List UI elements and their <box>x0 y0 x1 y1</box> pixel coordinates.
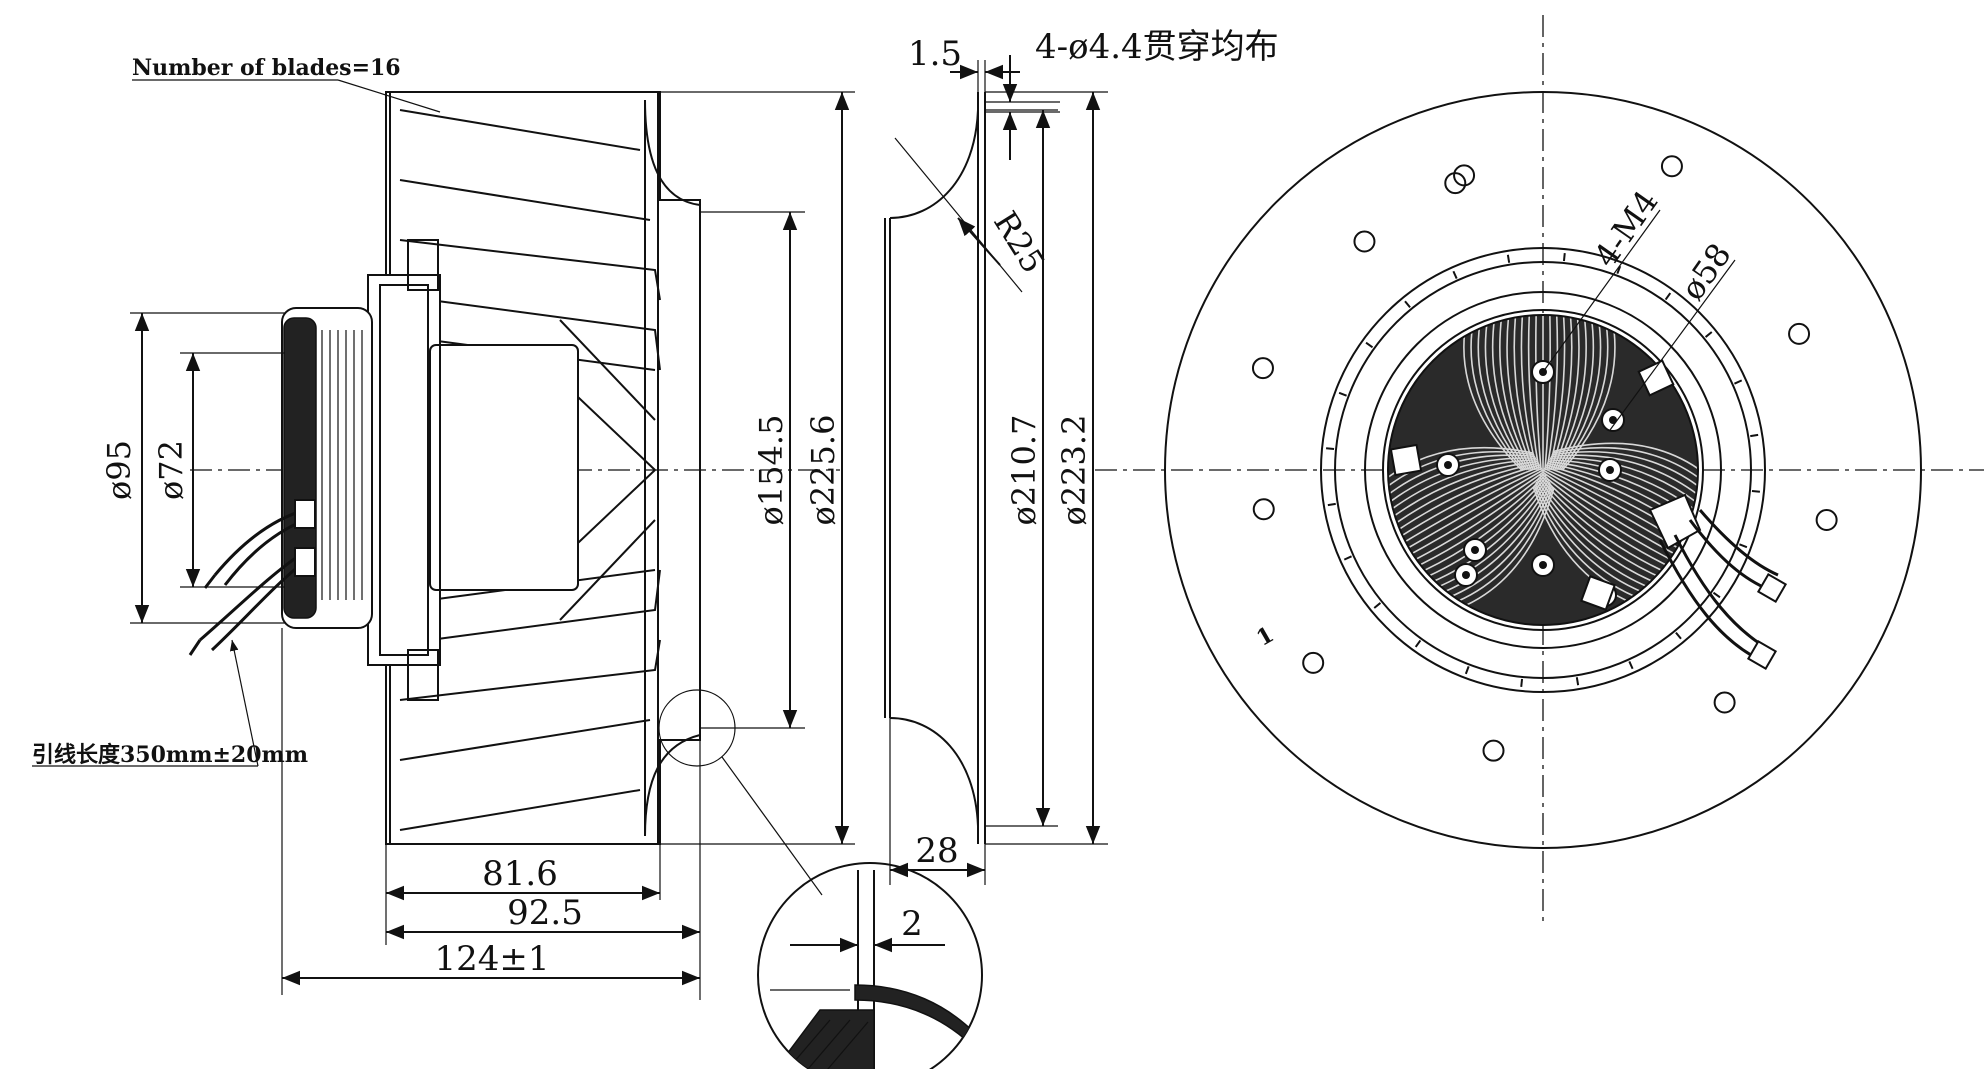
ring-tick <box>1751 489 1761 493</box>
ring-tick <box>1628 661 1634 670</box>
inlet-cone-section: R25 1.5 4-ø4.4贯穿均布 ø210.7 ø223.2 28 <box>884 27 1279 885</box>
dim-thk-label: 1.5 <box>908 34 962 74</box>
hub-rib <box>1401 472 1546 567</box>
dim-w28-label: 28 <box>915 831 958 871</box>
hub-rib <box>1395 469 1544 556</box>
hub-screw-center <box>1471 546 1479 554</box>
ring-tick <box>1404 300 1411 309</box>
dim-gap2-label: 2 <box>901 904 923 944</box>
dim-w124-label: 124±1 <box>434 939 549 979</box>
hub-rib <box>1513 315 1536 471</box>
ring-tick <box>1325 447 1335 451</box>
front-view: 4-M4 ø58 1 <box>1095 15 1984 925</box>
mounting-hole <box>1252 498 1275 521</box>
ring-tick <box>1327 502 1336 507</box>
hub-rib <box>1546 315 1559 471</box>
hub-rib <box>1540 472 1685 567</box>
mounting-hole <box>1444 172 1467 195</box>
dim-d95-label: ø95 <box>100 440 138 500</box>
mounting-hole <box>1815 509 1838 532</box>
hub-screw-center <box>1539 561 1547 569</box>
blades-lower <box>399 469 661 831</box>
holes-label: 4-ø4.4贯穿均布 <box>1035 27 1279 67</box>
front-lead-wires <box>1648 493 1788 671</box>
hub-rib <box>1392 467 1543 551</box>
ring-tick <box>1414 639 1422 648</box>
hub-rib <box>1398 471 1545 562</box>
hub-rib <box>1405 474 1547 573</box>
lead-length-label: 引线长度350mm±20mm <box>32 742 308 768</box>
ring-ticks <box>1325 252 1761 688</box>
hub-rib <box>1550 454 1698 511</box>
detail-view: 2 <box>757 862 983 1074</box>
ring-tick <box>1373 602 1382 609</box>
hub-screw-center <box>1606 466 1614 474</box>
hub-rib <box>1388 462 1540 534</box>
dim-w81-label: 81.6 <box>482 854 558 894</box>
hub-rib <box>1520 315 1538 471</box>
dim-d225-label: ø225.6 <box>804 415 842 526</box>
mounting-hole <box>1482 739 1505 762</box>
blades-count-label: Number of blades=16 <box>132 55 401 81</box>
lead-wires <box>188 499 316 656</box>
mounting-hole <box>1251 357 1274 380</box>
hub-rib <box>1388 460 1539 528</box>
hub-rib <box>1544 315 1551 471</box>
hub-rib <box>1551 450 1698 505</box>
hub-screw-center <box>1444 461 1452 469</box>
ring-tick <box>1365 341 1374 349</box>
hub-rib <box>1539 474 1681 573</box>
hub-screw-center <box>1462 571 1470 579</box>
hub-screw-center <box>1609 416 1617 424</box>
ring-tick <box>1575 677 1580 686</box>
hub-rib <box>1535 315 1542 471</box>
ring-tick <box>1616 265 1622 274</box>
hub-rib <box>1527 315 1540 471</box>
dim-d223-label: ø223.2 <box>1055 415 1093 526</box>
ring-tick <box>1338 391 1347 397</box>
hub-rib <box>1388 447 1534 500</box>
hub-rib <box>1408 476 1548 579</box>
dim-m4-label: 4-M4 <box>1586 183 1665 274</box>
hub-rib <box>1411 477 1549 584</box>
hub-rib <box>1388 464 1541 539</box>
ring-tick <box>1734 379 1743 385</box>
hub-rib <box>1548 315 1566 471</box>
motor-fins <box>321 330 363 600</box>
dim-w92-label: 92.5 <box>507 893 583 933</box>
dim-d72-label: ø72 <box>152 440 190 500</box>
ring-tick <box>1675 631 1682 640</box>
ring-tick <box>1506 254 1511 263</box>
mounting-hole <box>1788 322 1811 345</box>
detail-hatch <box>769 1019 869 1074</box>
hub-rib <box>1553 442 1698 494</box>
hub-rib <box>1541 471 1688 562</box>
side-view: ø95 ø72 ø154.5 ø225.6 81.6 92.5 124±1 Nu… <box>32 55 855 1000</box>
mounting-hole <box>1353 230 1376 253</box>
ring-tick <box>1343 555 1352 561</box>
mounting-hole <box>1453 164 1476 187</box>
mounting-hole <box>1302 651 1325 674</box>
hub-rib <box>1388 465 1542 545</box>
ring-tick <box>1712 591 1721 599</box>
ring-tick <box>1739 543 1748 549</box>
ring-tick <box>1452 270 1458 279</box>
mounting-hole <box>1713 691 1736 714</box>
ring-tick <box>1704 331 1713 338</box>
mounting-holes <box>1251 155 1838 762</box>
index-mark: 1 <box>1252 622 1278 652</box>
dim-d154-label: ø154.5 <box>752 415 790 526</box>
hub-rib <box>1552 447 1698 500</box>
ring-tick <box>1520 678 1524 688</box>
ring-tick <box>1750 433 1759 438</box>
ring-tick <box>1562 252 1566 262</box>
ring-tick <box>1464 666 1470 675</box>
mounting-hole <box>1660 155 1683 178</box>
ring-tick <box>1664 292 1672 301</box>
dim-d210-label: ø210.7 <box>1005 415 1043 526</box>
